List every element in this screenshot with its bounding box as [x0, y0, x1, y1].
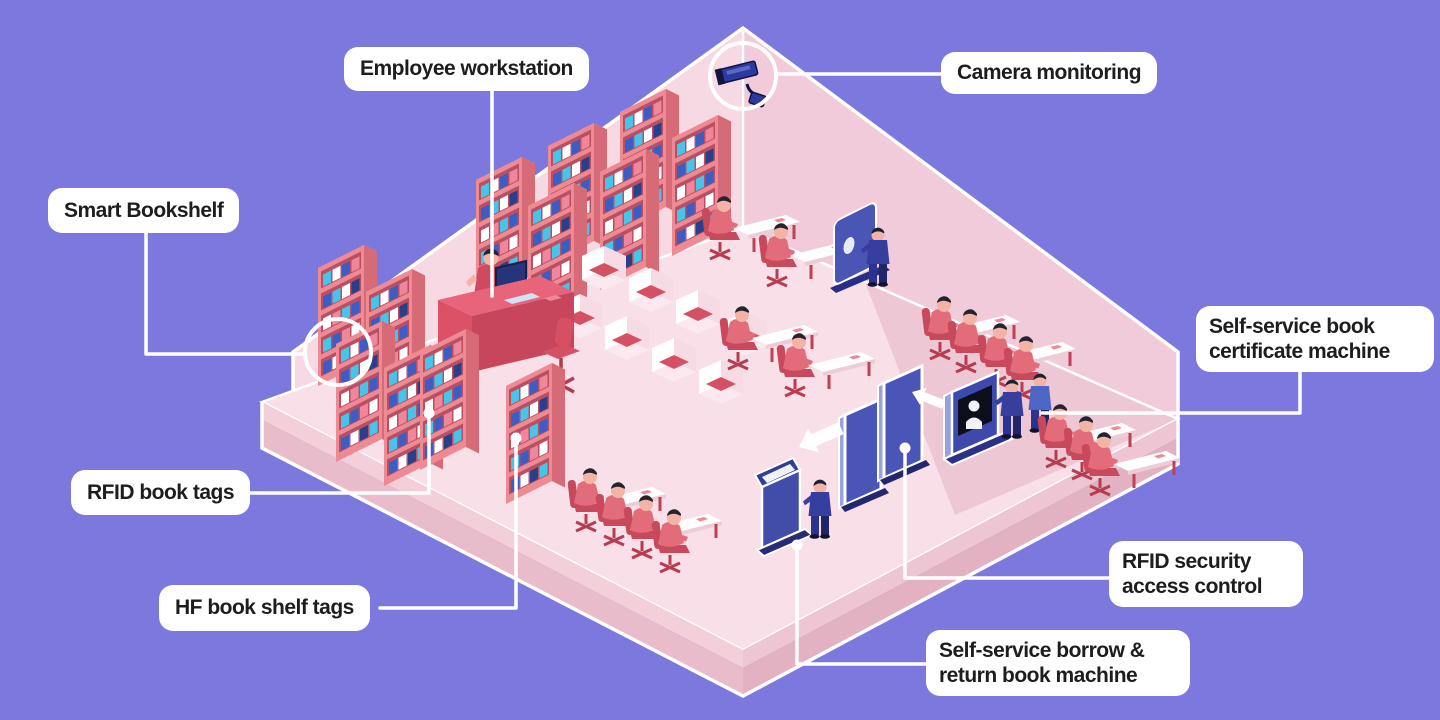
- callout-dot: [791, 539, 803, 551]
- borrow-return-kiosk: [753, 456, 814, 558]
- callout-dots: [423, 407, 911, 551]
- highlight-circles: [303, 41, 778, 387]
- label-camera-monitoring: Camera monitoring: [941, 52, 1158, 94]
- callout-dot: [510, 432, 522, 444]
- information-screen: [830, 202, 890, 293]
- label-hf-book-shelf-tags: HF book shelf tags: [159, 585, 370, 631]
- label-rfid-security: RFID security access control: [1109, 541, 1303, 607]
- camera-highlight-circle: [708, 41, 778, 111]
- leader-line: [903, 446, 1111, 580]
- label-smart-bookshelf: Smart Bookshelf: [48, 188, 240, 233]
- leader-lines: [144, 72, 1302, 666]
- callout-dot: [423, 407, 435, 419]
- certificate-kiosk: [942, 370, 1014, 467]
- leader-line: [144, 231, 307, 356]
- platform-side: [262, 420, 743, 696]
- leader-line: [378, 436, 518, 610]
- leader-line: [248, 411, 431, 495]
- label-rfid-book-tags: RFID book tags: [71, 470, 251, 515]
- platform-side: [743, 438, 1178, 696]
- platform-side: [743, 419, 1178, 668]
- right-wall: [743, 28, 1178, 419]
- security-gate: [838, 396, 889, 512]
- platform-side: [262, 402, 743, 668]
- exit-arrow-icon: [799, 422, 844, 453]
- label-borrow-return-machine: Self-service borrow & return book machin…: [926, 630, 1190, 696]
- callout-dot: [899, 442, 911, 454]
- bookshelf-highlight-circle: [303, 317, 373, 387]
- label-employee-workstation: Employee workstation: [344, 47, 589, 91]
- leader-line: [1040, 368, 1302, 415]
- cctv-camera-icon: [714, 60, 767, 108]
- entry-arrow-icon: [912, 388, 946, 409]
- leader-line: [795, 543, 928, 666]
- label-certificate-machine: Self-service book certificate machine: [1196, 306, 1434, 372]
